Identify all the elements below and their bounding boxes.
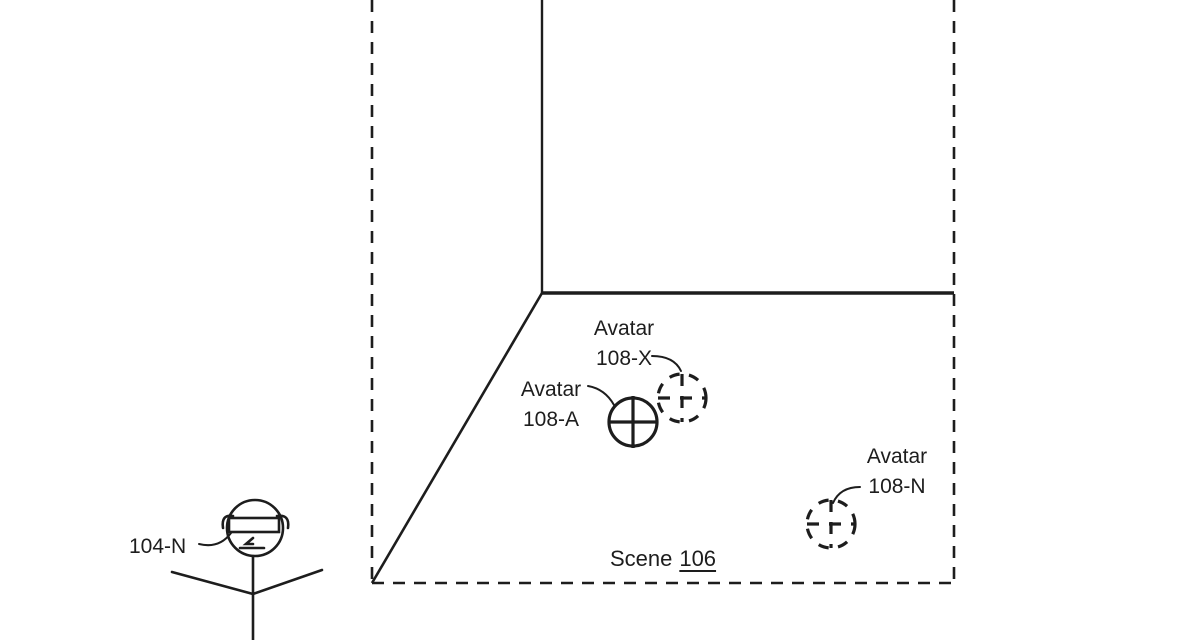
avatar-108X-marker-icon: [656, 372, 708, 424]
leader-user-104N: [198, 532, 232, 547]
avatar-id-text: 108-A: [522, 408, 580, 431]
avatar-name-text: Avatar: [593, 317, 655, 340]
leader-avatar-108X: [651, 355, 682, 372]
wall-floor-diagonal: [370, 292, 544, 584]
room-corner-edges: [370, 0, 954, 584]
leader-avatar-108N: [832, 486, 861, 504]
avatar-108A-marker-icon: [607, 396, 659, 448]
label-avatar-108X: Avatar 108-X: [574, 314, 674, 374]
scene-boundary-dashed: [370, 0, 956, 585]
avatar-id-text: 108-N: [868, 475, 926, 498]
scene-number-text: 106: [679, 546, 717, 571]
label-avatar-108A: Avatar 108-A: [501, 375, 601, 435]
avatar-id-text: 108-X: [595, 347, 653, 370]
avatar-name-text: Avatar: [866, 445, 928, 468]
user-stick-figure-icon: [170, 498, 324, 640]
label-avatar-108N: Avatar 108-N: [847, 442, 947, 502]
leader-lines: [198, 355, 861, 547]
avatar-name-text: Avatar: [520, 378, 582, 401]
label-user-104N: 104-N: [129, 532, 186, 562]
scene-name-text: Scene: [609, 546, 673, 571]
left-arm: [170, 570, 255, 596]
headset-strap-left: [221, 514, 235, 530]
leader-avatar-108A: [587, 385, 615, 406]
headset-icon: [227, 516, 281, 534]
user-id-text: 104-N: [129, 535, 187, 558]
nose-mark: [242, 536, 255, 546]
headset-strap-right: [275, 514, 290, 530]
right-arm: [251, 568, 324, 596]
head: [225, 498, 285, 558]
avatar-108N-marker-icon: [805, 498, 857, 550]
